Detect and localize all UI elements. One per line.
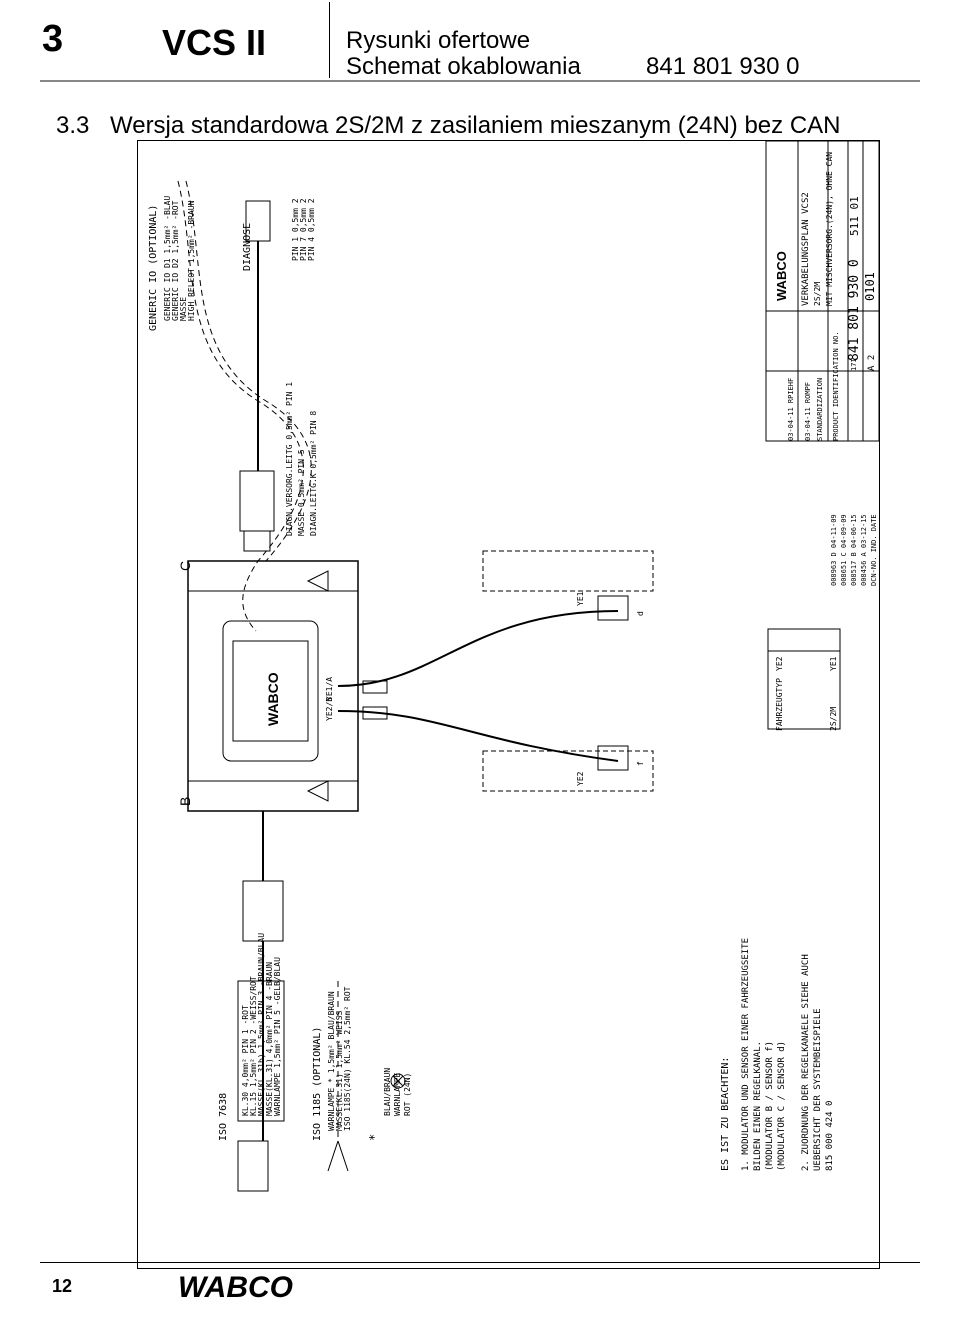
- svg-text:UEBERSICHT DER SYSTEMBEISPIELE: UEBERSICHT DER SYSTEMBEISPIELE: [813, 1008, 823, 1171]
- svg-text:008517 B 04-06-15: 008517 B 04-06-15: [850, 514, 858, 586]
- title-block: [765, 141, 879, 442]
- header-divider: [329, 2, 330, 78]
- header-title-line2: Schemat okablowania: [346, 53, 581, 80]
- svg-text:03-04-11 ROMPF: 03-04-11 ROMPF: [804, 382, 812, 441]
- iso7638-table: [237, 980, 285, 1122]
- svg-text:*: *: [367, 1134, 381, 1141]
- svg-text:ROT (24N): ROT (24N): [403, 1073, 412, 1116]
- cable-ye2: [337, 710, 619, 762]
- svg-text:008651 C 04-09-09: 008651 C 04-09-09: [840, 514, 848, 586]
- vehicle-type-box: [767, 628, 841, 730]
- connector-d: [597, 595, 629, 621]
- title-block-logo: WABCO: [774, 251, 789, 301]
- svg-text:WARNLAMPE: WARNLAMPE: [393, 1072, 402, 1116]
- power-connector: [242, 880, 284, 942]
- wiring-diagram-graphic: GENERIC IO (OPTIONAL) GENERIC IO D1 1,5m…: [148, 141, 879, 1192]
- svg-text:PIN 1 0,5mm 2: PIN 1 0,5mm 2: [291, 198, 300, 261]
- diagnose-connector: [245, 200, 271, 242]
- svg-text:(MODULATOR C / SENSOR d): (MODULATOR C / SENSOR d): [777, 1041, 787, 1171]
- svg-text:0101: 0101: [863, 272, 877, 301]
- svg-text:WARNLAMPE * 1,5mm² BLAU/BRAUN: WARNLAMPE * 1,5mm² BLAU/BRAUN: [327, 991, 336, 1131]
- svg-text:ISO 1185(24N) KL.54 2,5mm² ROT: ISO 1185(24N) KL.54 2,5mm² ROT: [343, 986, 352, 1131]
- svg-text:PIN 7 0,5mm 2: PIN 7 0,5mm 2: [299, 198, 308, 261]
- svg-text:DCN-NO. IND. DATE: DCN-NO. IND. DATE: [870, 514, 878, 586]
- svg-text:2S/2M: 2S/2M: [813, 282, 822, 306]
- vehicle-type-title: FAHRZEUGTYP: [775, 678, 784, 731]
- generic-io-title: GENERIC IO (OPTIONAL): [148, 205, 159, 331]
- ye2-area: [482, 750, 654, 792]
- svg-text:C: C: [177, 561, 193, 571]
- warnlamp-symbol: [390, 1073, 406, 1089]
- svg-text:KL.30 4,0mm² PIN 1 -ROT: KL.30 4,0mm² PIN 1 -ROT: [241, 1005, 250, 1116]
- svg-text:2. ZUORDNUNG DER REGELKANAELE: 2. ZUORDNUNG DER REGELKANAELE SIEHE AUCH: [801, 954, 811, 1171]
- svg-text:008456 A 03-12-15: 008456 A 03-12-15: [860, 514, 868, 586]
- diagnose-title: DIAGNOSE: [242, 223, 253, 271]
- svg-text:A 2: A 2: [867, 355, 877, 371]
- notes-title: ES IST ZU BEACHTEN:: [720, 1057, 731, 1171]
- svg-text:WABCO: WABCO: [265, 672, 281, 726]
- svg-text:DIAGN.LEITG.K 0,5mm² PIN 8: DIAGN.LEITG.K 0,5mm² PIN 8: [309, 411, 318, 536]
- svg-text:KL.15 1,5mm² PIN 2 -WEISS/ROT: KL.15 1,5mm² PIN 2 -WEISS/ROT: [249, 976, 258, 1116]
- subsection-text: Wersja standardowa 2S/2M z zasilaniem mi…: [110, 112, 841, 139]
- svg-text:PRODUCT IDENTIFICATION NO.: PRODUCT IDENTIFICATION NO.: [832, 331, 840, 441]
- svg-text:d: d: [636, 611, 645, 616]
- iso1185-title: ISO 1185 (OPTIONAL): [312, 1027, 323, 1141]
- svg-text:YE1: YE1: [576, 591, 585, 606]
- header-title-line1: Rysunki ofertowe: [346, 27, 531, 54]
- subsection-number: 3.3: [56, 112, 90, 139]
- svg-text:YE2: YE2: [775, 656, 784, 671]
- svg-text:PIN 4 0,5mm 2: PIN 4 0,5mm 2: [307, 198, 316, 261]
- svg-text:GENERIC IO D1 1,5mm² -BLAU: GENERIC IO D1 1,5mm² -BLAU: [163, 196, 172, 321]
- svg-text:MASSE(KL.31) 4,0mm² PIN 4 -BRA: MASSE(KL.31) 4,0mm² PIN 4 -BRAUN: [265, 962, 274, 1116]
- svg-text:STANDARDIZATION: STANDARDIZATION: [816, 378, 824, 441]
- section-number: 3: [42, 18, 64, 60]
- ecu-module: [222, 620, 319, 762]
- footer-rule: [40, 1262, 920, 1263]
- svg-text:MASSE: MASSE: [179, 297, 188, 321]
- connector-f: [597, 745, 629, 771]
- ye1-area: [482, 550, 654, 592]
- svg-text:B: B: [177, 797, 193, 806]
- svg-text:VERKABELUNGSPLAN VCS2: VERKABELUNGSPLAN VCS2: [801, 192, 811, 306]
- cable-ye1: [337, 610, 619, 687]
- svg-text:171: 171: [850, 358, 858, 371]
- ecu-housing: [187, 560, 359, 812]
- part-number: 841 801 930 0: [646, 53, 800, 80]
- svg-text:YE2: YE2: [576, 771, 585, 786]
- iso7638-title: ISO 7638: [218, 1093, 229, 1141]
- svg-text:f: f: [636, 761, 645, 766]
- svg-text:841 801 930 0: 841 801 930 0: [847, 259, 862, 361]
- svg-text:YE1/A: YE1/A: [325, 677, 334, 701]
- subsection-title: 3.3 Wersja standardowa 2S/2M z zasilaniem…: [56, 112, 841, 140]
- iso7638-plug: [237, 1140, 269, 1192]
- wabco-logo-text: WABCO: [178, 1272, 293, 1302]
- svg-text:2S/2M: 2S/2M: [829, 707, 838, 731]
- diagnose-plug: [239, 470, 275, 532]
- svg-text:WARNLAMPE 1,5mm² PIN 5 -GELB/B: WARNLAMPE 1,5mm² PIN 5 -GELB/BLAU: [273, 957, 282, 1116]
- page-number: 12: [52, 1276, 73, 1296]
- svg-text:YE1: YE1: [829, 656, 838, 671]
- svg-text:MIT MISCHVERSORG.(24N), OHNE C: MIT MISCHVERSORG.(24N), OHNE CAN: [825, 152, 834, 306]
- svg-text:815 000 424 0: 815 000 424 0: [825, 1101, 835, 1171]
- generic-io-cable: [177, 180, 304, 632]
- wiring-diagram: GENERIC IO (OPTIONAL) GENERIC IO D1 1,5m…: [137, 140, 880, 1269]
- svg-text:008963 D 04-11-09: 008963 D 04-11-09: [830, 514, 838, 586]
- svg-text:511 01: 511 01: [848, 196, 861, 236]
- svg-text:MASSE(KL.31b) 1,5mm² PIN 3 -BR: MASSE(KL.31b) 1,5mm² PIN 3 -BRAUN/BLAU: [257, 933, 266, 1116]
- svg-text:03-04-11 RPIEHF: 03-04-11 RPIEHF: [787, 378, 795, 441]
- svg-text:BILDEN EINEN REGELKANAL.: BILDEN EINEN REGELKANAL.: [753, 1041, 763, 1171]
- svg-text:BLAU/BRAUN: BLAU/BRAUN: [383, 1068, 392, 1116]
- wabco-logo: WABCO: [178, 1271, 316, 1307]
- svg-text:YE2/B: YE2/B: [325, 697, 334, 721]
- svg-text:GENERIC IO D2 1,5mm² -ROT: GENERIC IO D2 1,5mm² -ROT: [171, 200, 180, 321]
- header-rule: [40, 80, 920, 82]
- svg-text:(MODULATOR B / SENSOR f): (MODULATOR B / SENSOR f): [765, 1041, 775, 1171]
- svg-text:MASSE 0,5mm² PIN 5: MASSE 0,5mm² PIN 5: [297, 449, 306, 536]
- svg-text:HIGH RELEOT 1,5mm² -BRAUN: HIGH RELEOT 1,5mm² -BRAUN: [187, 200, 196, 321]
- svg-text:MASSE(KL.31) 1,5mm² WEISS: MASSE(KL.31) 1,5mm² WEISS: [335, 1010, 344, 1131]
- svg-text:DIAGN.VERSORG.LEITG 0,5mm² PIN: DIAGN.VERSORG.LEITG 0,5mm² PIN 1: [285, 382, 294, 536]
- svg-text:1. MODULATOR UND SENSOR EINER: 1. MODULATOR UND SENSOR EINER FAHRZEUGSE…: [741, 938, 751, 1171]
- product-name: VCS II: [162, 22, 267, 63]
